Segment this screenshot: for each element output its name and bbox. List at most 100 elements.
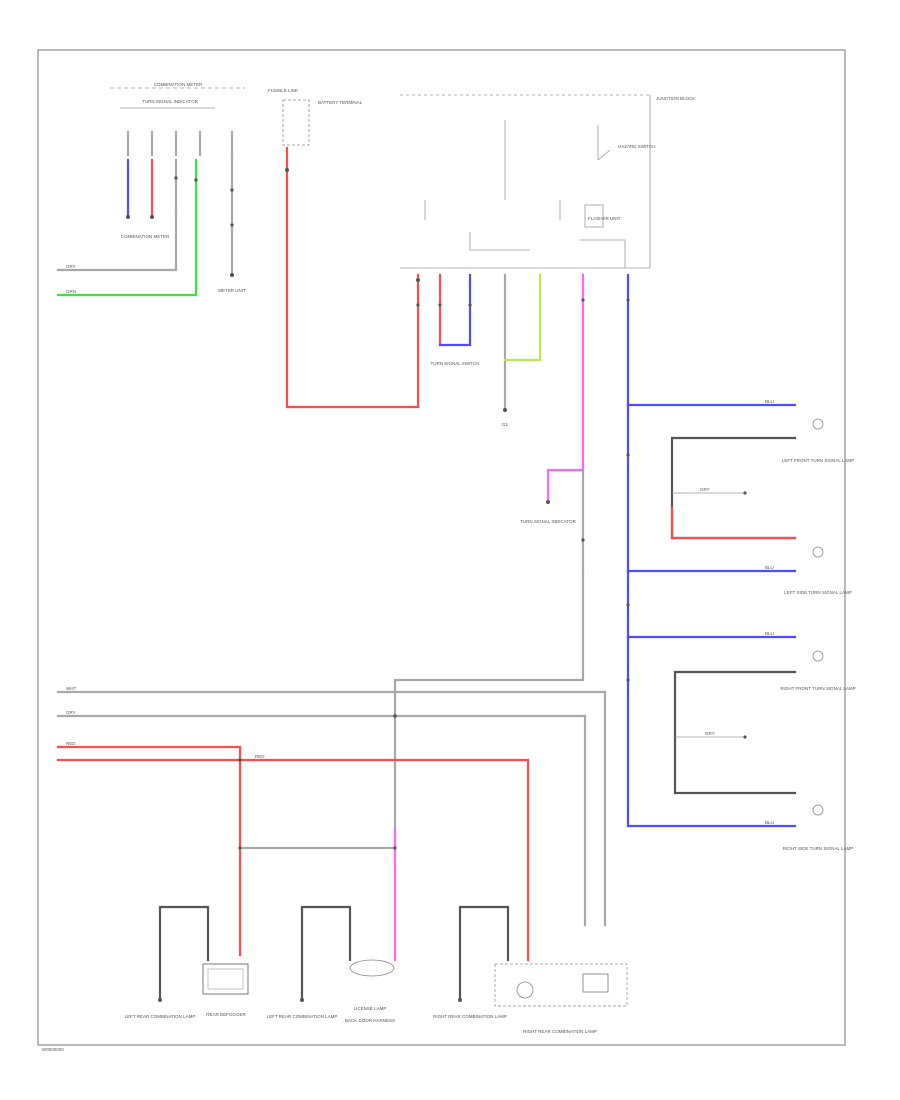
hazard-switch-label: HAZARD SWITCH [618,144,656,149]
wire-segment [503,273,542,362]
wire-segment [584,204,604,228]
wire-segment [673,670,797,795]
connector-dot [626,603,630,607]
wire-segment [300,905,352,1002]
connector-dot [230,188,234,192]
junction-block: FUSIBLE LINK BATTERY TERMINAL JUNCTION B… [268,88,695,269]
wire-segment [670,436,797,540]
combination-meter-block: COMBINATION METER TURN SIGNAL INDICATOR … [56,82,246,297]
license-lamp-label: LICENSE LAMP [354,1006,387,1011]
connector-dot [416,303,420,307]
license-lamp: LICENSE LAMP BACK DOOR HARNESS [345,959,395,1023]
violet-circuit: TURN SIGNAL INDICATOR [393,273,585,832]
turn-signal-switch-label: TURN SIGNAL SWITCH [430,361,479,366]
right-front-lamp-label: RIGHT FRONT TURN SIGNAL LAMP [780,686,855,691]
connector-dot [581,298,585,302]
wire-label: BLU [765,399,774,404]
wire-segment [469,232,530,251]
wire-segment [158,905,210,1002]
connector-dot [503,408,507,412]
connector-dot [126,215,130,219]
meter-gray-feed [56,213,178,272]
fusible-link-label: FUSIBLE LINK [268,88,298,93]
connector-dot [238,758,242,762]
connector-dot [458,998,462,1002]
junction-connector-lower: TURN SIGNAL SWITCH [430,273,480,366]
connector-dot [238,846,242,850]
left-side-lamp-icon [812,546,824,558]
connector-dot [150,215,154,219]
right-rear-bulb-icon [516,981,534,999]
wire-label: RED [66,741,76,746]
wire-segment [393,568,585,832]
rear-defogger: REAR DEFOGGER [202,963,249,1017]
wire-label: RED [255,754,265,759]
connector-dot [285,168,289,172]
meter-connector-label: COMBINATION METER [121,234,170,239]
wire-label: BLU [765,820,774,825]
left-front-lamp-icon [812,418,824,430]
center-combination-label: LEFT REAR COMBINATION LAMP [267,1014,338,1019]
left-side-lamp-label: LEFT SIDE TURN SIGNAL LAMP [784,590,851,595]
wire-label: GRY [66,264,76,269]
connector-dot [393,714,397,718]
wire-label: GRY [66,710,76,715]
connector-dot [581,538,585,542]
flasher-unit-label: FLASHER UNIT [588,216,621,221]
wire-label: WHT [66,686,76,691]
ground-label: G1 [502,422,509,427]
connector-dot [626,453,630,457]
meter-unit-label: METER UNIT [218,288,246,293]
connector-dot [393,846,397,850]
connector-dot [743,491,747,495]
wire-label: GRY [705,731,715,736]
left-front-lamp-label: LEFT FRONT TURN SIGNAL LAMP [782,458,854,463]
wire-segment [438,273,472,347]
left-rear-combination-label: LEFT REAR COMBINATION LAMP [125,1014,196,1019]
left-front-turn-lamp: GRY LEFT FRONT TURN SIGNAL LAMP LEFT SID… [670,418,854,595]
wire-segment [494,963,628,1007]
wire-segment [580,239,626,268]
turn-signal-indicator-label: TURN SIGNAL INDICATOR [142,99,198,104]
wire-label: GRN [66,289,76,294]
meter-pins [126,130,234,157]
connector-dot [416,278,420,282]
back-door-harness-label: BACK DOOR HARNESS [345,1018,395,1023]
connector-dot [626,298,630,302]
connector-dot [300,998,304,1002]
connector-dot [546,500,550,504]
connector-dot [158,998,162,1002]
connector-dot [174,176,178,180]
left-rear-combination-lamp: LEFT REAR COMBINATION LAMP [125,905,210,1019]
hazard-indicator-label: TURN SIGNAL INDICATOR [520,519,576,524]
wire-segment [202,963,249,995]
right-rear-combination-lamp: RIGHT REAR COMBINATION LAMP RIGHT REAR C… [433,905,628,1034]
meter-green-wire [56,158,198,297]
wire-segment [282,99,310,146]
connector-dot [626,678,630,682]
junction-block-label: JUNCTION BLOCK [656,96,695,101]
connector-dot [743,735,747,739]
center-combination-lamp: LEFT REAR COMBINATION LAMP [267,905,352,1019]
battery-red-feed [285,146,420,409]
wire-segment [546,468,585,502]
right-front-turn-lamp: GRY RIGHT FRONT TURN SIGNAL LAMP RIGHT S… [673,650,856,851]
connector-dot [230,273,234,277]
wire-label: BLU [765,631,774,636]
connector-dot [468,303,472,307]
wire-segment [458,905,510,1002]
right-rear-combination-label: RIGHT REAR COMBINATION LAMP [433,1014,507,1019]
combination-meter-label: COMBINATION METER [154,82,203,87]
ground-branch: G1 [502,273,542,427]
rear-defogger-label: REAR DEFOGGER [206,1012,246,1017]
connector-dot [230,223,234,227]
right-rear-unit-label: RIGHT REAR COMBINATION LAMP [523,1029,597,1034]
right-side-lamp-icon [812,804,824,816]
wire-segment [597,149,611,161]
diagram-frame [37,49,846,1046]
connector-dot [438,303,442,307]
lower-feeds: WHT GRY RED RED [56,686,607,962]
wire-label: GRY [700,487,710,492]
connector-dot [194,178,198,182]
